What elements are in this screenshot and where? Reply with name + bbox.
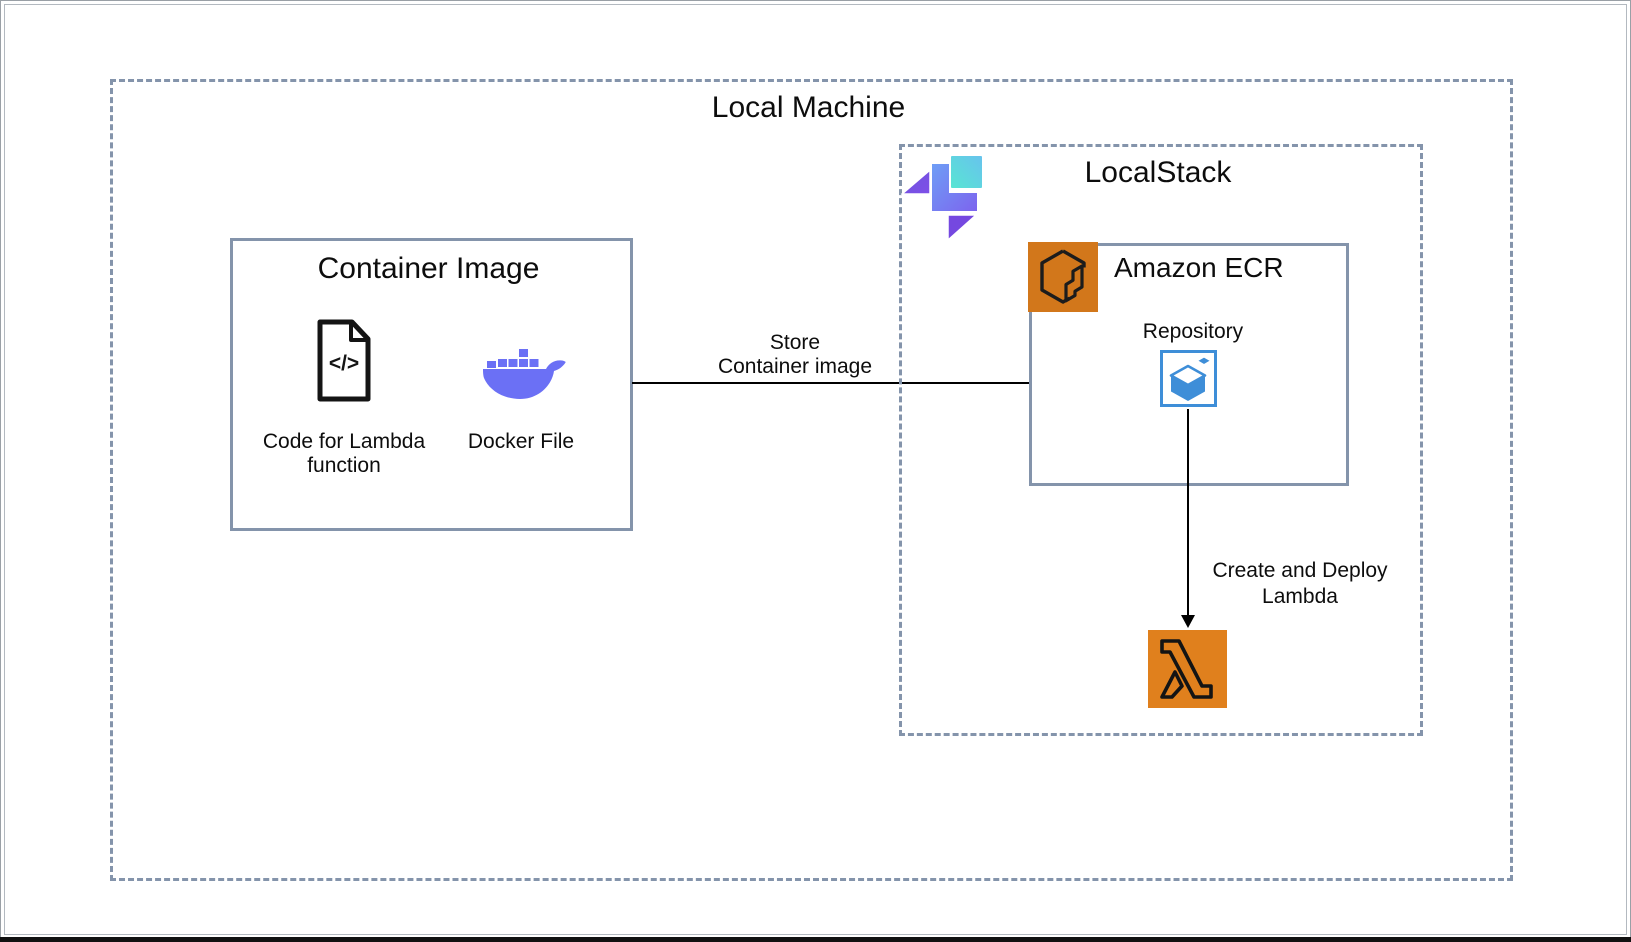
deploy-arrow-head [1181,615,1195,628]
store-arrow-line [632,382,1142,384]
local-machine-box [110,79,1513,881]
localstack-title: LocalStack [1084,156,1232,189]
localstack-box [899,144,1423,736]
deploy-arrow-label: Create and Deploy Lambda [1212,559,1388,608]
docker-file-label: Docker File [467,430,575,453]
code-file-label: Code for Lambda function [262,430,426,477]
store-arrow-label: Store Container image [717,331,873,378]
repository-label: Repository [1142,320,1244,343]
docker-icon [476,340,566,413]
container-image-box [230,238,633,531]
container-image-title: Container Image [317,252,540,285]
localstack-logo [899,152,984,246]
aws-lambda-icon [1148,630,1227,713]
code-file-icon: </> [315,318,373,409]
amazon-ecr-title: Amazon ECR [1114,252,1284,283]
local-machine-title: Local Machine [711,91,906,124]
bottom-edge-bar [0,937,1631,942]
svg-text:</>: </> [329,352,359,375]
amazon-ecr-icon [1028,242,1098,317]
deploy-arrow-line [1187,409,1189,616]
ecr-repository-icon [1160,350,1217,407]
